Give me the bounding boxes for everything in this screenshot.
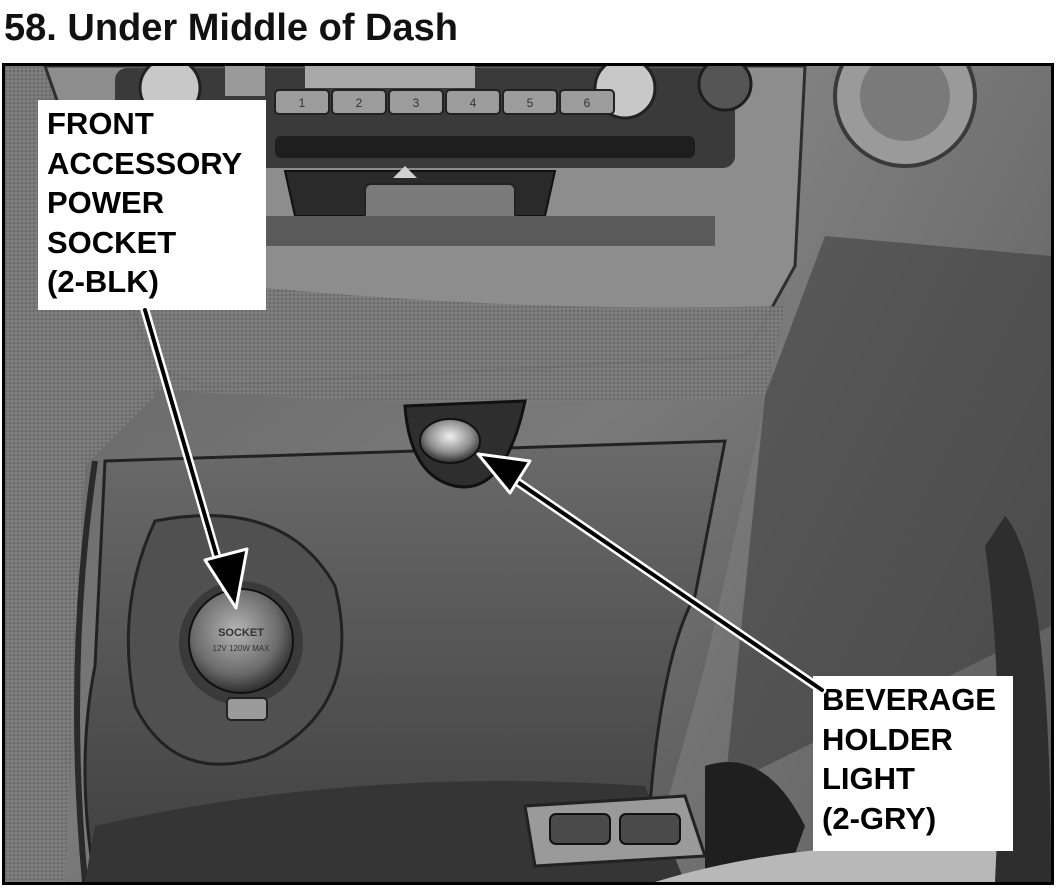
hazard-button (697, 66, 753, 112)
wiring-area (705, 762, 805, 882)
air-vent-inner (860, 66, 950, 141)
socket-cap-tab (226, 697, 268, 721)
socket-cap-subtext: 12V 120W MAX (213, 644, 271, 653)
callout-line: BEVERAGE (822, 682, 996, 717)
power-socket-cap (188, 588, 294, 694)
callout-line: FRONT (47, 106, 154, 141)
preset-label: 3 (413, 96, 420, 110)
panel-left-edge (74, 460, 98, 882)
preset-label: 1 (299, 96, 306, 110)
preset-label: 5 (527, 96, 534, 110)
brand-emblem (393, 166, 417, 178)
preset-label: 2 (356, 96, 363, 110)
callout-front-accessory-power-socket: FRONT ACCESSORY POWER SOCKET (2-BLK) (38, 100, 266, 310)
callout-line: ACCESSORY (47, 145, 243, 181)
callout-line: SOCKET (47, 224, 177, 260)
shifter-console (655, 844, 1051, 882)
seat-heater-switch-left (549, 813, 611, 845)
callout-line: HOLDER (822, 721, 953, 757)
preset-label: 6 (584, 96, 591, 110)
bezel-lower-strip (265, 216, 715, 246)
seat-heater-switch-right (619, 813, 681, 845)
socket-cap-text: SOCKET (218, 627, 264, 639)
cd-slot (275, 136, 695, 158)
preset-label: 4 (470, 96, 477, 110)
callout-line: (2-BLK) (47, 264, 159, 299)
beverage-holder-light (419, 418, 481, 464)
callout-line: (2-GRY) (822, 800, 937, 836)
radio-display (305, 66, 475, 88)
radio-preset-buttons: 1 2 3 4 5 6 (274, 89, 615, 115)
page-title: 58. Under Middle of Dash (4, 7, 458, 49)
callout-beverage-holder-light: BEVERAGE HOLDER LIGHT (2-GRY) (813, 676, 1013, 851)
radio-button-left (225, 66, 265, 96)
callout-line: LIGHT (822, 761, 915, 796)
callout-line: POWER (47, 185, 165, 220)
